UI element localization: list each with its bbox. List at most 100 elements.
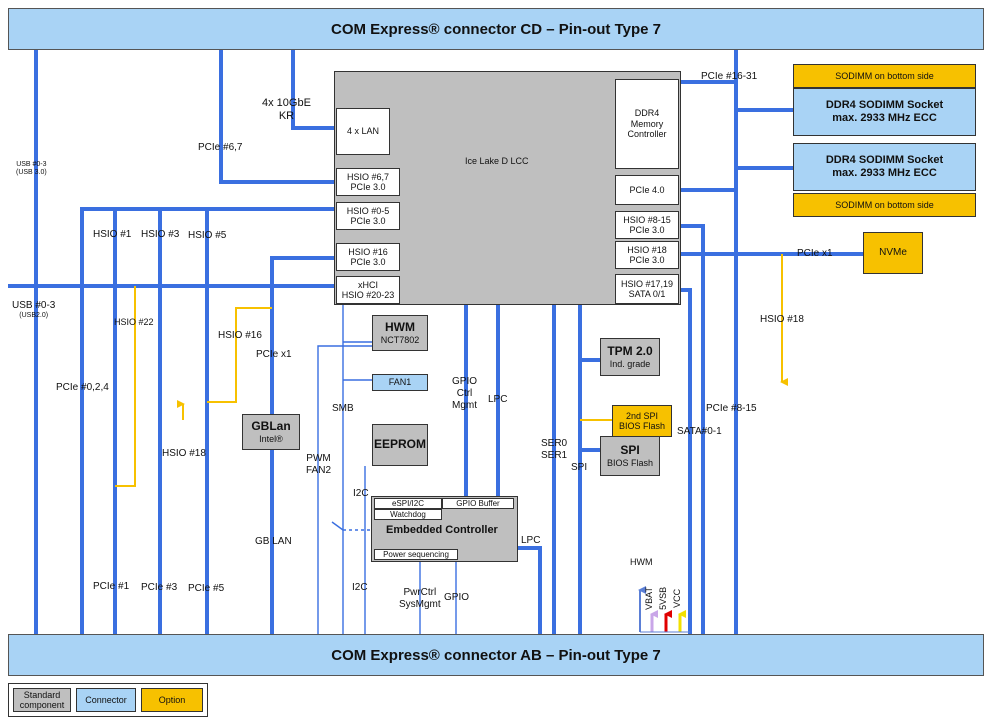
hwm-box: HWM NCT7802 [372, 315, 428, 351]
nvme-label: NVMe [879, 247, 907, 259]
label-sata: SATA#0-1 [677, 426, 722, 437]
cpu-hsio67-l1: HSIO #6,7 [346, 171, 390, 182]
tpm-sub: Ind. grade [609, 358, 651, 369]
label-pciex1-left: PCIe x1 [256, 349, 292, 360]
tpm-box: TPM 2.0 Ind. grade [600, 338, 660, 376]
fan1-label: FAN1 [388, 377, 412, 388]
label-spi: SPI [571, 462, 588, 473]
label-pwm: PWM [306, 453, 331, 464]
label-hwm: HWM [630, 557, 653, 567]
legend-option: Option [141, 688, 203, 712]
ec-power: Power sequencing [374, 549, 458, 560]
cpu-lan-label: 4 x LAN [346, 126, 379, 137]
cpu-ddr-block: DDR4 Memory Controller [615, 79, 679, 169]
label-hsio16: HSIO #16 [218, 330, 262, 341]
label-pwrctrl: PwrCtrl SysMgmt [399, 587, 441, 611]
label-pcie815: PCIe #8-15 [706, 403, 757, 414]
label-ser: SER0 SER1 [541, 438, 567, 462]
ec-power-label: Power sequencing [383, 549, 449, 559]
label-vbat: VBAT [644, 586, 655, 610]
label-pwrctrl-l1: PwrCtrl [403, 587, 437, 598]
cpu-hsio67-block: HSIO #6,7 PCIe 3.0 [336, 168, 400, 196]
legend-standard-l2: component [19, 700, 65, 710]
cpu-hsio1719-l2: SATA 0/1 [628, 289, 666, 299]
cpu-hsio67-l2: PCIe 3.0 [350, 182, 386, 192]
sodimm-option-bottom-label: SODIMM on bottom side [835, 199, 934, 210]
cpu-xhci-l2: HSIO #20-23 [341, 290, 395, 300]
label-kr-l2: KR [278, 110, 295, 123]
label-gpio-bottom: GPIO [444, 592, 470, 603]
sodimm2-l1: DDR4 SODIMM Socket [825, 154, 944, 167]
cpu-hsio815-l1: HSIO #8-15 [623, 214, 671, 225]
label-pcie1: PCIe #1 [93, 581, 130, 592]
label-pcie024: PCIe #0,2,4 [56, 382, 109, 393]
label-pcie5: PCIe #5 [188, 583, 225, 594]
gblan-sub: Intel® [259, 433, 283, 444]
sodimm1-l2: max. 2933 MHz ECC [832, 112, 937, 124]
legend-option-label: Option [158, 694, 186, 705]
cpu-hsio16-block: HSIO #16 PCIe 3.0 [336, 243, 400, 271]
label-lpc-bottom: LPC [521, 535, 541, 546]
cpu-hsio16-l2: PCIe 3.0 [350, 257, 386, 267]
label-usb30: USB #0-3 (USB 3.0) [16, 161, 47, 178]
label-fan2: FAN2 [306, 465, 332, 476]
legend-connector: Connector [76, 688, 136, 712]
sodimm1-l1: DDR4 SODIMM Socket [825, 99, 944, 112]
ec-title: Embedded Controller [386, 524, 498, 536]
cpu-hsio1719-l1: HSIO #17,19 [620, 278, 674, 289]
ec-espi: eSPI/I2C [374, 498, 442, 509]
ec-watchdog: Watchdog [374, 509, 442, 520]
label-gpio-l2: Ctrl [456, 388, 473, 399]
connector-ab-label: COM Express® connector AB – Pin-out Type… [331, 646, 661, 664]
cpu-hsio05-l1: HSIO #0-5 [346, 205, 390, 216]
hwm-sub: NCT7802 [380, 334, 420, 345]
cpu-ddr-l3: Controller [627, 129, 667, 140]
label-pwrctrl-l2: SysMgmt [399, 599, 441, 610]
connector-cd: COM Express® connector CD – Pin-out Type… [8, 8, 984, 50]
eeprom-box: EEPROM [372, 424, 428, 466]
label-lpc-top: LPC [488, 394, 508, 405]
label-smb: SMB [332, 403, 354, 414]
label-pcie67: PCIe #6,7 [198, 142, 243, 153]
ec-watchdog-label: Watchdog [390, 509, 426, 519]
label-usb20-l1: USB #0-3 [12, 300, 56, 311]
cpu-title: Ice Lake D LCC [465, 156, 529, 166]
cpu-xhci-block: xHCI HSIO #20-23 [336, 276, 400, 304]
cpu-hsio18-l2: PCIe 3.0 [629, 255, 665, 265]
label-hsio3: HSIO #3 [141, 229, 180, 240]
label-pciex1-right: PCIe x1 [797, 248, 833, 259]
connector-ab: COM Express® connector AB – Pin-out Type… [8, 634, 984, 676]
cpu-ddr-l2: Memory [630, 118, 664, 129]
label-hsio18-left: HSIO #18 [162, 448, 206, 459]
sodimm2-l2: max. 2933 MHz ECC [832, 167, 937, 179]
label-vcc: VCC [672, 588, 683, 608]
label-usb30-l2: (USB 3.0) [16, 169, 47, 177]
spi-title: SPI [620, 442, 640, 457]
sodimm-socket-2: DDR4 SODIMM Socket max. 2933 MHz ECC [793, 143, 976, 191]
label-5vsb: 5VSB [658, 586, 669, 610]
cpu-hsio1719-block: HSIO #17,19 SATA 0/1 [615, 274, 679, 304]
label-i2c-top: I2C [353, 488, 369, 499]
spi2-l1: 2nd SPI [625, 410, 659, 421]
cpu-hsio16-l1: HSIO #16 [348, 246, 388, 257]
label-hsio22: HSIO #22 [114, 317, 154, 327]
label-pcie1631: PCIe #16-31 [701, 71, 758, 82]
cpu-ddr-l1: DDR4 [634, 108, 660, 119]
label-kr: 4x 10GbE KR [262, 97, 311, 123]
gblan-title: GBLan [251, 418, 291, 433]
gblan-box: GBLan Intel® [242, 414, 300, 450]
label-usb20-l2: (USB2.0) [19, 312, 49, 319]
label-hsio18-right: HSIO #18 [760, 314, 804, 325]
sodimm-option-top-label: SODIMM on bottom side [835, 70, 934, 81]
cpu-hsio815-block: HSIO #8-15 PCIe 3.0 [615, 211, 679, 239]
legend-standard-l1: Standard [23, 689, 61, 700]
legend-connector-label: Connector [85, 694, 127, 705]
label-gpio-l3: Mgmt [452, 400, 477, 411]
cpu-hsio05-l2: PCIe 3.0 [350, 216, 386, 226]
label-i2c-bottom: I2C [352, 582, 368, 593]
spi2-box: 2nd SPI BIOS Flash [612, 405, 672, 437]
cpu-hsio05-block: HSIO #0-5 PCIe 3.0 [336, 202, 400, 230]
spi-box: SPI BIOS Flash [600, 436, 660, 476]
ec-gpio-buffer-label: GPIO Buffer [456, 498, 500, 508]
